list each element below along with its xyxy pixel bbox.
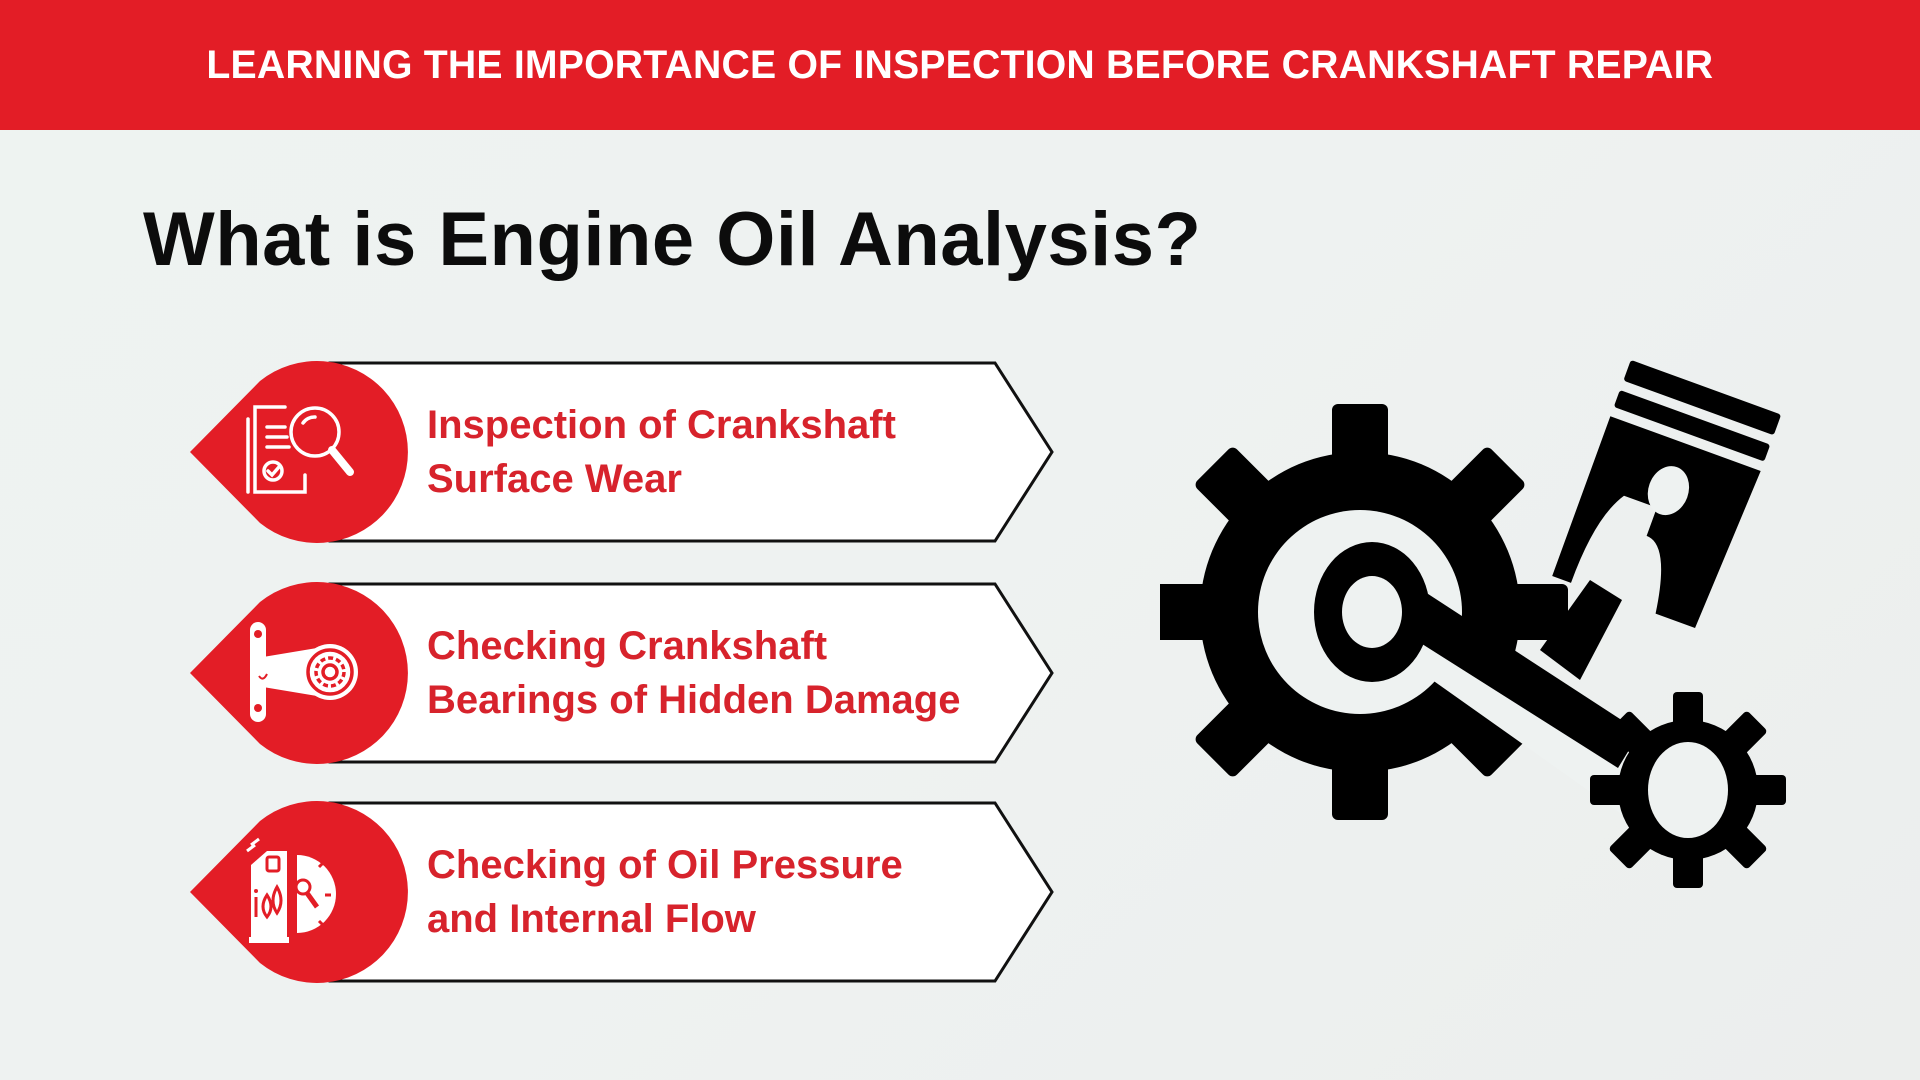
card-label-line1: Checking Crankshaft (427, 624, 828, 668)
page-title: What is Engine Oil Analysis? (143, 197, 1202, 282)
card-label-line1: Inspection of Crankshaft (427, 403, 896, 447)
card-label: Checking Crankshaft Bearings of Hidden D… (427, 582, 1027, 764)
crankshaft-bearing-icon (250, 622, 358, 722)
oil-can-pressure-gauge-icon (246, 837, 336, 943)
info-card-surface-wear: Inspection of Crankshaft Surface Wear (190, 361, 1056, 543)
card-label: Checking of Oil Pressure and Internal Fl… (427, 801, 1027, 983)
info-card-oil-pressure: Checking of Oil Pressure and Internal Fl… (190, 801, 1056, 983)
card-label-line2: Bearings of Hidden Damage (427, 678, 961, 722)
gears-piston-connecting-rod-icon (1160, 360, 1786, 888)
card-label-line1: Checking of Oil Pressure (427, 843, 903, 887)
header-banner: LEARNING THE IMPORTANCE OF INSPECTION BE… (0, 0, 1920, 130)
banner-title: LEARNING THE IMPORTANCE OF INSPECTION BE… (206, 42, 1714, 87)
document-magnifier-icon (246, 405, 354, 494)
card-label-line2: Surface Wear (427, 457, 682, 501)
card-label-line2: and Internal Flow (427, 897, 756, 941)
card-frame (190, 361, 1054, 543)
info-card-bearings: Checking Crankshaft Bearings of Hidden D… (190, 582, 1056, 764)
card-label: Inspection of Crankshaft Surface Wear (427, 361, 1027, 543)
